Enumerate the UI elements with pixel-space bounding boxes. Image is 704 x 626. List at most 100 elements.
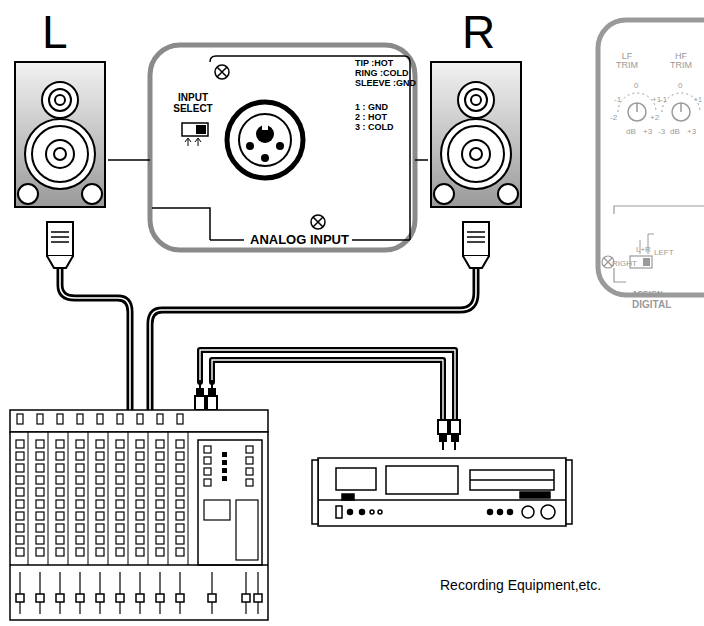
node-text: SLEEVE :GND — [355, 79, 416, 88]
channel-knob — [116, 500, 124, 508]
channel-knob — [76, 440, 84, 448]
fader-knob — [254, 594, 262, 602]
strip-divider — [148, 432, 149, 565]
channel-knob — [136, 536, 144, 544]
input-jack — [117, 414, 123, 424]
fader-slot — [79, 572, 80, 614]
node-text: DIGITAL — [632, 300, 671, 311]
callout-line — [108, 160, 150, 161]
fader-knob — [176, 594, 184, 602]
fader-slot — [211, 572, 212, 614]
node-text: LF TRIM — [612, 52, 642, 71]
fader-knob — [76, 594, 84, 602]
node-text: +3 — [687, 128, 696, 136]
fader-slot — [59, 572, 60, 614]
strip-divider — [88, 432, 89, 565]
node-text: RING :COLD — [355, 69, 409, 78]
channel-knob — [156, 512, 164, 520]
channel-knob — [36, 476, 44, 484]
master-knob — [204, 457, 211, 464]
node-text: LEFT — [654, 249, 674, 257]
channel-knob — [96, 524, 104, 532]
speaker-right: R — [428, 8, 522, 210]
channel-knob — [16, 548, 24, 556]
channel-knob — [176, 476, 184, 484]
master-knob — [246, 446, 253, 453]
channel-knob — [136, 488, 144, 496]
channel-knob — [176, 452, 184, 460]
channel-knob — [176, 524, 184, 532]
channel-knob — [56, 440, 64, 448]
fader-slot — [19, 572, 20, 614]
recording-equipment: Recording Equipment,etc. — [312, 450, 704, 600]
fader-slot — [179, 572, 180, 614]
channel-knob — [136, 524, 144, 532]
fader-knob — [16, 594, 24, 602]
analog-input-panel: INPUT SELECT TIP :HOTRING :COLDSLEEVE :GN… — [150, 45, 415, 250]
node-text: ASSIGN — [632, 290, 663, 298]
node-text: INPUT SELECT — [162, 93, 224, 114]
channel-knob — [96, 476, 104, 484]
node-text: 3 : COLD — [355, 123, 394, 132]
channel-knob — [96, 464, 104, 472]
fader-knob — [208, 594, 216, 602]
node-text: 2 : HOT — [355, 113, 387, 122]
channel-knob — [16, 500, 24, 508]
strip-divider — [128, 432, 129, 565]
node-text: -2 — [610, 114, 617, 122]
channel-knob — [156, 536, 164, 544]
channel-knob — [16, 440, 24, 448]
channel-knob — [16, 524, 24, 532]
input-jack — [157, 414, 163, 424]
fader-slot — [257, 572, 258, 614]
channel-knob — [136, 500, 144, 508]
channel-knob — [176, 488, 184, 496]
channel-knob — [76, 524, 84, 532]
channel-knob — [116, 488, 124, 496]
channel-knob — [36, 524, 44, 532]
channel-knob — [156, 548, 164, 556]
node-text: dB — [626, 128, 636, 136]
fader-slot — [139, 572, 140, 614]
master-knob — [246, 468, 253, 475]
channel-knob — [156, 476, 164, 484]
channel-knob — [96, 548, 104, 556]
channel-knob — [136, 512, 144, 520]
master-knob — [246, 457, 253, 464]
channel-knob — [56, 464, 64, 472]
channel-knob — [136, 464, 144, 472]
master-knob — [204, 446, 211, 453]
channel-knob — [136, 476, 144, 484]
master-button — [222, 468, 227, 473]
node-text: TIP :HOT — [355, 59, 393, 68]
speaker-left: L — [12, 8, 108, 210]
channel-knob — [116, 440, 124, 448]
channel-knob — [136, 452, 144, 460]
master-button — [222, 460, 227, 465]
node-text: HF TRIM — [666, 52, 696, 71]
master-knob — [204, 468, 211, 475]
node-text: Recording Equipment,etc. — [440, 578, 601, 593]
callout-stroke — [415, 159, 428, 161]
channel-knob — [96, 488, 104, 496]
input-jack — [77, 414, 83, 424]
node-text: RIGHT — [612, 260, 637, 268]
strip-divider — [188, 432, 189, 565]
node-text: dB — [670, 128, 680, 136]
channel-knob — [76, 476, 84, 484]
strip-divider — [168, 432, 169, 565]
channel-knob — [116, 536, 124, 544]
channel-knob — [96, 440, 104, 448]
node-text: R — [462, 8, 495, 56]
callout-line — [415, 160, 428, 161]
channel-knob — [96, 500, 104, 508]
channel-knob — [96, 452, 104, 460]
node-text: 0 — [634, 82, 638, 90]
channel-knob — [156, 524, 164, 532]
channel-knob — [176, 548, 184, 556]
channel-knob — [76, 452, 84, 460]
node-text: L+R — [636, 246, 651, 254]
node-text: +3 — [643, 128, 652, 136]
